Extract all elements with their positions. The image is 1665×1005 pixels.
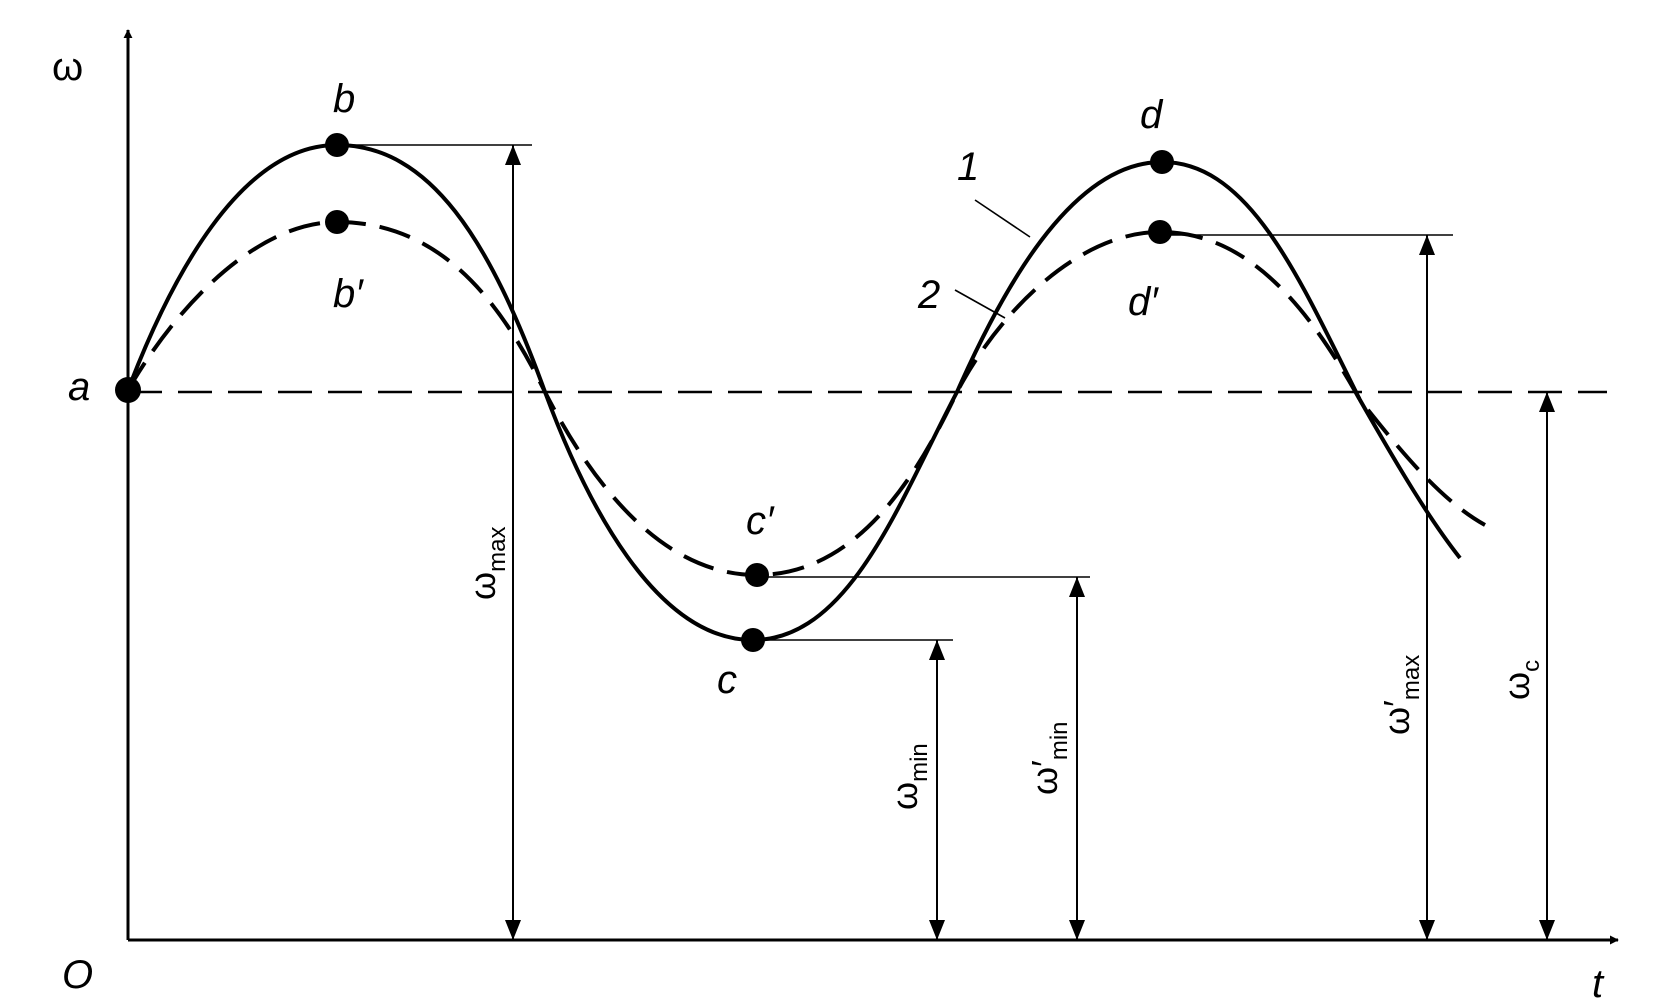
point-a [115,377,141,403]
y-axis-label: ω [52,45,83,89]
point-a-label: a [68,365,90,409]
point-b-label: b [333,77,355,121]
point-d-prime [1148,220,1172,244]
omega-min-prime-label: ω′min [1024,721,1073,795]
point-c-label: c [717,658,737,702]
point-b-prime [325,210,349,234]
point-c [741,628,765,652]
x-axis-label: t [1592,962,1605,1005]
omega-max-prime-label: ω′max [1376,655,1425,735]
point-d-prime-label: d′ [1128,280,1159,324]
curve-1-solid [126,142,1462,643]
omega-max-label: ωmax [462,527,511,600]
point-c-prime-label: c′ [746,499,775,543]
omega-c-label: ωc [1496,660,1545,700]
point-b [325,133,349,157]
curve-2-label: 2 [917,273,940,317]
omega-min-label: ωmin [884,743,933,810]
curve-2-dashed [126,219,1486,578]
curve-2-leader [954,289,1006,319]
point-d-label: d [1140,93,1164,137]
point-c-prime [745,563,769,587]
point-b-prime-label: b′ [333,272,364,316]
point-d [1150,150,1174,174]
curve-1-leader [974,199,1031,238]
origin-label: O [62,953,93,997]
curve-1-label: 1 [957,145,979,189]
